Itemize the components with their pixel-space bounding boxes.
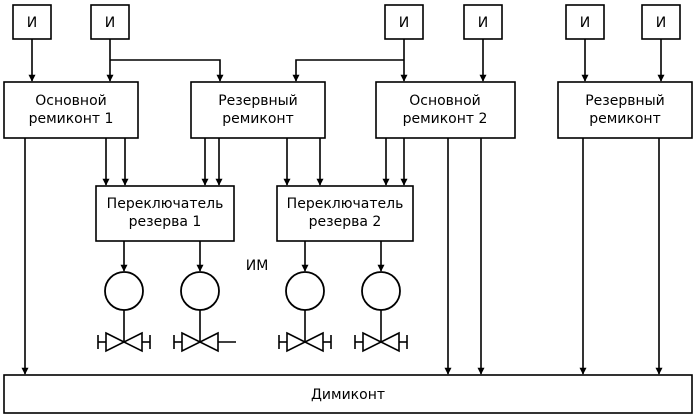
- reserve-switch-1-line1: Переключатель: [107, 196, 224, 212]
- sensor-2-label: И: [105, 15, 115, 31]
- reserve-remikont-1-line1: Резервный: [218, 93, 298, 109]
- sensor-4-label: И: [478, 15, 488, 31]
- sensor-1-label: И: [27, 15, 37, 31]
- dimikont-block: Димиконт: [3, 374, 693, 414]
- valve-4: [354, 310, 408, 353]
- main-remikont-1: Основной ремиконт 1: [3, 81, 139, 139]
- reserve-remikont-2: Резервный ремиконт: [557, 81, 693, 139]
- reserve-remikont-1-line2: ремиконт: [222, 111, 294, 127]
- dimikont-connections: [21, 138, 663, 375]
- sensor-4: И: [463, 4, 503, 40]
- reserve-switch-1-line2: резерва 1: [129, 214, 202, 230]
- sensor-3: И: [384, 4, 424, 40]
- actuator-label: ИМ: [246, 258, 269, 274]
- reserve-remikont-2-line1: Резервный: [585, 93, 665, 109]
- sensor-1: И: [12, 4, 52, 40]
- main-remikont-1-line2: ремиконт 1: [29, 111, 114, 127]
- reserve-switch-2-line1: Переключатель: [287, 196, 404, 212]
- reserve-switch-2: Переключатель резерва 2: [276, 185, 414, 242]
- motor-1: [104, 271, 144, 311]
- valve-2: [173, 310, 236, 353]
- sensor-3-label: И: [399, 15, 409, 31]
- reserve-remikont-2-line2: ремиконт: [589, 111, 661, 127]
- sensor-5-label: И: [580, 15, 590, 31]
- main-remikont-2-line1: Основной: [409, 93, 481, 109]
- sensor-connections: [28, 39, 665, 82]
- controller-switch-connections: [102, 138, 408, 186]
- sensor-6: И: [641, 4, 681, 40]
- dimikont-label: Димиконт: [311, 387, 385, 403]
- main-remikont-1-line1: Основной: [35, 93, 107, 109]
- sensor-5: И: [565, 4, 605, 40]
- valve-1: [97, 310, 151, 353]
- motor-2: [180, 271, 220, 311]
- main-remikont-2-line2: ремиконт 2: [403, 111, 488, 127]
- sensor-6-label: И: [656, 15, 666, 31]
- motors: [104, 271, 401, 311]
- main-remikont-2: Основной ремиконт 2: [375, 81, 516, 139]
- motor-4: [361, 271, 401, 311]
- reserve-switch-1: Переключатель резерва 1: [95, 185, 235, 242]
- reserve-switch-2-line2: резерва 2: [309, 214, 382, 230]
- sensor-2: И: [90, 4, 130, 40]
- switch-actuator-connections: [120, 241, 385, 272]
- valve-3: [278, 310, 332, 353]
- reserve-remikont-1: Резервный ремиконт: [190, 81, 326, 139]
- motor-3: [285, 271, 325, 311]
- valves: [97, 310, 408, 353]
